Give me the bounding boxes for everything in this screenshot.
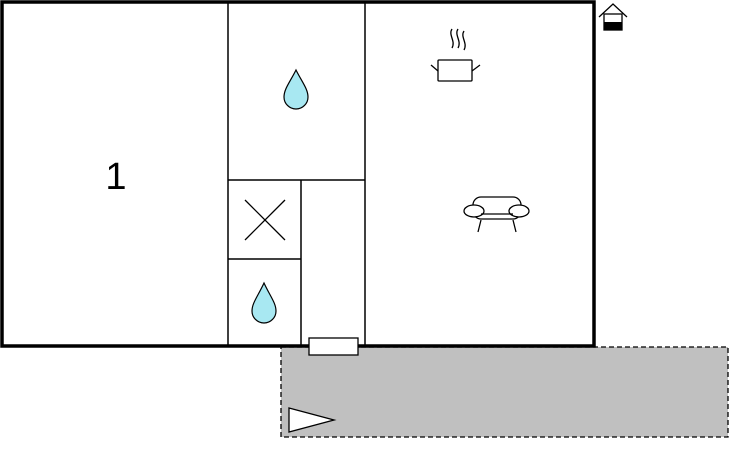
sofa-icon — [463, 196, 530, 233]
water-drop-icon — [283, 68, 309, 110]
room-number: 1 — [105, 156, 126, 198]
entrance-icon — [598, 3, 628, 31]
interior-walls — [227, 2, 366, 346]
door-step — [308, 337, 359, 356]
terrace-area — [280, 346, 729, 438]
water-drop-icon — [251, 281, 277, 324]
cooking-pot-icon — [430, 28, 481, 82]
terrace-direction-icon — [288, 407, 337, 433]
outer-wall — [0, 0, 596, 348]
toilet-x-icon — [244, 199, 286, 241]
